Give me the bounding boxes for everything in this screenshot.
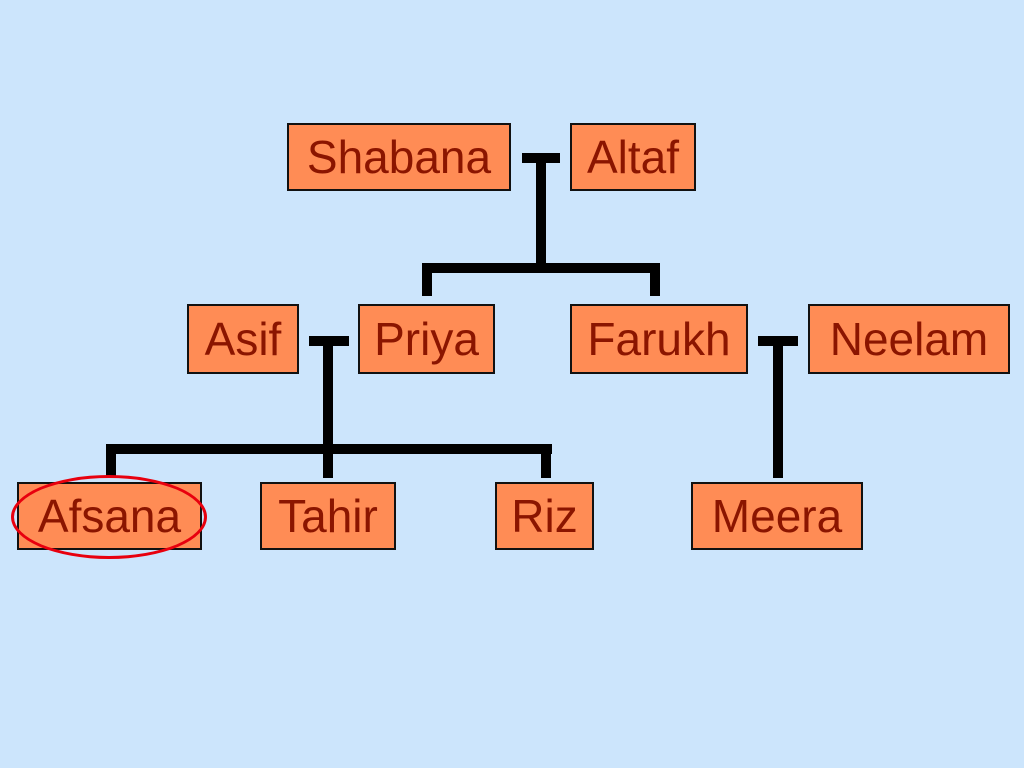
descent-line-shabana-altaf: [536, 158, 546, 266]
person-box-meera: Meera: [691, 482, 863, 550]
person-box-neelam: Neelam: [808, 304, 1010, 374]
person-name-meera: Meera: [711, 490, 843, 542]
person-name-asif: Asif: [204, 313, 282, 365]
person-name-afsana: Afsana: [37, 490, 182, 542]
person-box-altaf: Altaf: [570, 123, 696, 191]
sibling-bar-gen3: [106, 444, 552, 454]
descent-line-farukh-neelam: [773, 340, 783, 478]
person-name-altaf: Altaf: [586, 131, 680, 183]
drop-line-farukh: [650, 266, 660, 296]
person-box-riz: Riz: [495, 482, 594, 550]
person-box-afsana: Afsana: [17, 482, 202, 550]
person-box-shabana: Shabana: [287, 123, 511, 191]
person-box-farukh: Farukh: [570, 304, 748, 374]
drop-line-riz: [541, 448, 551, 478]
person-name-neelam: Neelam: [829, 313, 989, 365]
person-box-priya: Priya: [358, 304, 495, 374]
person-name-riz: Riz: [511, 490, 578, 542]
drop-line-afsana: [106, 448, 116, 478]
person-box-asif: Asif: [187, 304, 299, 374]
person-box-tahir: Tahir: [260, 482, 396, 550]
drop-line-priya: [422, 266, 432, 296]
person-name-tahir: Tahir: [278, 490, 378, 542]
person-name-shabana: Shabana: [306, 131, 492, 183]
person-name-priya: Priya: [374, 313, 479, 365]
sibling-bar-gen2: [422, 263, 660, 273]
descent-line-asif-priya: [323, 340, 333, 478]
person-name-farukh: Farukh: [587, 313, 731, 365]
